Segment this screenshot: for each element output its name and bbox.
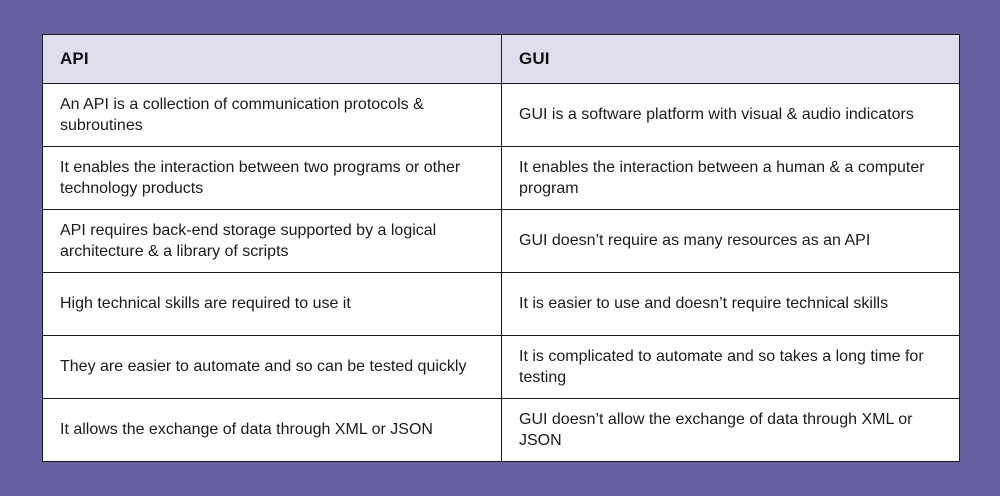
table-header: API GUI: [42, 34, 960, 84]
column-header-api: API: [42, 34, 502, 84]
cell-api: It allows the exchange of data through X…: [42, 398, 502, 462]
table-row: High technical skills are required to us…: [42, 272, 960, 336]
cell-gui: GUI doesn’t require as many resources as…: [501, 209, 960, 273]
table-body: An API is a collection of communication …: [42, 83, 960, 462]
cell-text: It enables the interaction between two p…: [60, 158, 461, 198]
cell-text: GUI doesn’t allow the exchange of data t…: [519, 410, 913, 450]
table-row: API requires back-end storage supported …: [42, 209, 960, 273]
cell-text: GUI is a software platform with visual &…: [519, 106, 914, 124]
cell-gui: It is complicated to automate and so tak…: [501, 335, 960, 399]
cell-api: API requires back-end storage supported …: [42, 209, 502, 273]
cell-gui: It enables the interaction between a hum…: [501, 146, 960, 210]
cell-gui: GUI doesn’t allow the exchange of data t…: [501, 398, 960, 462]
cell-text: High technical skills are required to us…: [60, 295, 351, 313]
api-vs-gui-comparison-table: API GUI An API is a collection of commun…: [42, 34, 960, 462]
cell-api: An API is a collection of communication …: [42, 83, 502, 147]
cell-text: It is complicated to automate and so tak…: [519, 347, 924, 387]
column-header-gui: GUI: [501, 34, 960, 84]
comparison-table-container: API GUI An API is a collection of commun…: [42, 34, 960, 462]
cell-text: They are easier to automate and so can b…: [60, 358, 467, 376]
cell-text: It is easier to use and doesn’t require …: [519, 295, 889, 313]
cell-gui: GUI is a software platform with visual &…: [501, 83, 960, 147]
cell-text: It enables the interaction between a hum…: [519, 158, 925, 198]
table-row: It enables the interaction between two p…: [42, 146, 960, 210]
cell-text: GUI doesn’t require as many resources as…: [519, 232, 871, 250]
cell-text: It allows the exchange of data through X…: [60, 421, 433, 439]
table-row: They are easier to automate and so can b…: [42, 335, 960, 399]
cell-api: It enables the interaction between two p…: [42, 146, 502, 210]
cell-api: High technical skills are required to us…: [42, 272, 502, 336]
cell-text: API requires back-end storage supported …: [60, 221, 437, 261]
cell-api: They are easier to automate and so can b…: [42, 335, 502, 399]
table-row: An API is a collection of communication …: [42, 83, 960, 147]
table-row: It allows the exchange of data through X…: [42, 398, 960, 462]
cell-text: An API is a collection of communication …: [60, 95, 424, 135]
header-row: API GUI: [42, 34, 960, 84]
cell-gui: It is easier to use and doesn’t require …: [501, 272, 960, 336]
